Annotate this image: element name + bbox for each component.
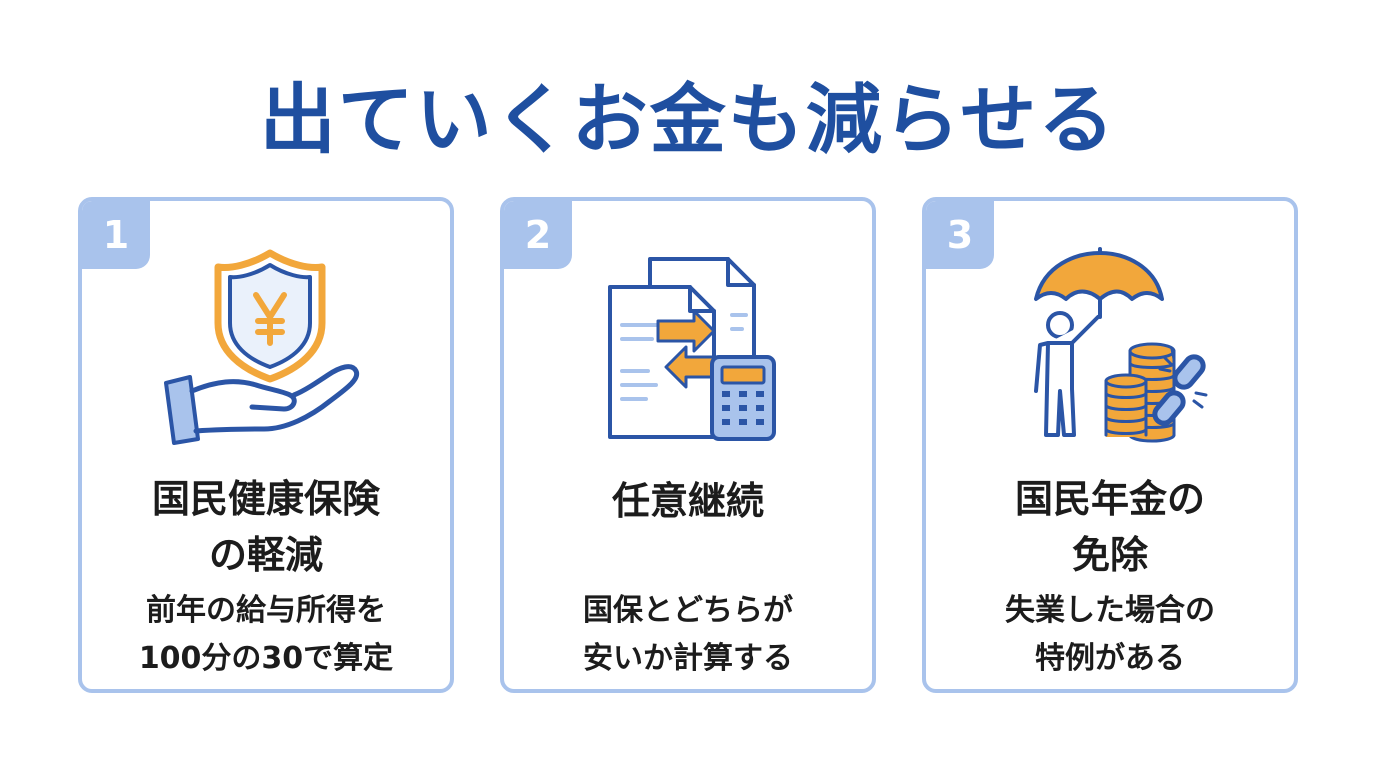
card-description: 前年の給与所得を 100分の30で算定 — [138, 593, 394, 676]
card-title: 国民健康保険 の軽減 — [151, 477, 380, 577]
card-title: 国民年金の 免除 — [1014, 477, 1205, 577]
card-voluntary-continuation: 2 — [500, 197, 876, 693]
card-number-badge: 1 — [82, 201, 150, 269]
hand-shield-yen-icon — [160, 245, 380, 445]
card-national-pension-exemption: 3 — [922, 197, 1298, 693]
card-number-badge: 3 — [926, 201, 994, 269]
person-umbrella-coins-icon — [1004, 245, 1224, 445]
card-number-badge: 2 — [504, 201, 572, 269]
card-description: 国保とどちらが 安いか計算する — [583, 593, 793, 676]
documents-calculator-icon — [582, 245, 802, 445]
card-description: 失業した場合の 特例がある — [1005, 593, 1215, 676]
card-national-health-insurance: 1 国民健康保険 の軽減 前年の給与所得を 100分の30で算定 — [78, 197, 454, 693]
page-title: 出ていくお金も減らせる — [259, 75, 1117, 164]
card-title: 任意継続 — [611, 479, 764, 523]
